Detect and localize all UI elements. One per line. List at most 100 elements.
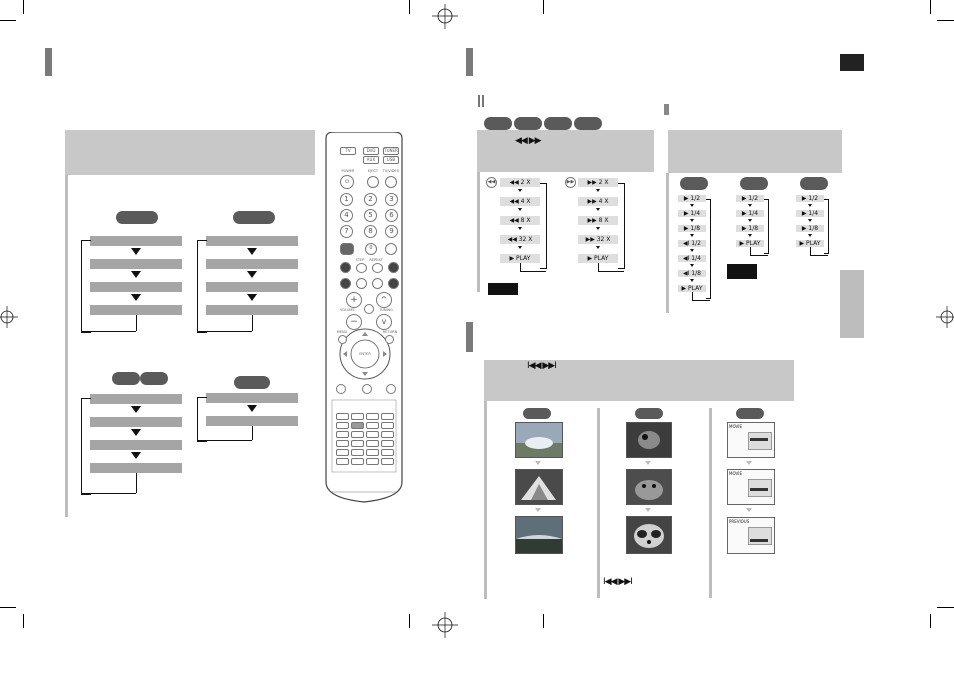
search-buttons-icon: ◀◀ ▶▶ (515, 136, 542, 146)
function-button[interactable] (381, 431, 394, 438)
num-3-button[interactable]: 3 (385, 193, 398, 206)
down-arrow (645, 508, 651, 512)
crop-mark (930, 614, 931, 628)
eject-icon[interactable] (367, 176, 379, 188)
mode-button[interactable] (386, 384, 396, 394)
function-button[interactable] (366, 458, 379, 465)
volume-down-icon[interactable]: − (346, 314, 362, 330)
function-button[interactable] (336, 422, 349, 429)
num-8-button[interactable]: 8 (364, 225, 377, 238)
crop-mark (409, 0, 410, 14)
repeat-button[interactable] (372, 263, 383, 273)
rewind-search-button[interactable] (340, 262, 351, 273)
down-arrow (808, 219, 812, 222)
tuning-down-icon[interactable]: v (376, 314, 392, 330)
down-arrow (746, 461, 752, 465)
remain-button[interactable] (340, 243, 354, 255)
loop-line (197, 331, 252, 332)
function-button[interactable] (336, 458, 349, 465)
usb-button[interactable]: USB (383, 156, 399, 164)
disc-menu-button[interactable] (362, 384, 372, 394)
cancel-button[interactable] (385, 243, 397, 255)
function-button[interactable] (381, 449, 394, 456)
flow-step (206, 236, 298, 246)
function-button[interactable] (351, 449, 364, 456)
speed-step: ▶▶ 4 X (578, 197, 618, 206)
down-arrow (131, 429, 141, 436)
rewind-icon: ◀◀ (486, 177, 497, 188)
num-9-button[interactable]: 9 (385, 225, 398, 238)
function-button[interactable] (351, 422, 364, 429)
flow-step (206, 282, 298, 292)
loop-line (810, 247, 811, 255)
slow-rule (666, 173, 669, 313)
volume-up-icon[interactable]: + (346, 292, 362, 308)
step-button[interactable] (356, 263, 367, 273)
down-arrow (690, 264, 694, 267)
return-label: RETURN (382, 330, 398, 334)
disc-badge (523, 408, 551, 419)
function-button[interactable] (381, 458, 394, 465)
down-arrow (518, 246, 522, 249)
skip-photo-6 (626, 516, 672, 554)
function-button[interactable] (351, 458, 364, 465)
left-rule (65, 175, 68, 517)
menu-button[interactable] (338, 335, 347, 344)
num-1-button[interactable]: 1 (340, 193, 353, 206)
power-icon[interactable]: ⏻ (340, 175, 354, 189)
section-tab (466, 48, 473, 76)
crop-mark (23, 0, 24, 14)
tuning-up-icon[interactable]: ^ (376, 292, 392, 308)
down-arrow (596, 246, 600, 249)
function-button[interactable] (336, 449, 349, 456)
tv-button[interactable]: TV (340, 147, 356, 155)
info-button[interactable] (336, 384, 346, 394)
num-2-button[interactable]: 2 (364, 193, 377, 206)
speed-step: ▶ 1/4 (678, 210, 706, 217)
function-button[interactable] (351, 440, 364, 447)
function-button[interactable] (336, 440, 349, 447)
skip-forward-button[interactable] (388, 278, 399, 289)
play-pause-button[interactable] (372, 278, 383, 289)
function-button[interactable] (366, 449, 379, 456)
function-button[interactable] (351, 431, 364, 438)
loop-line (136, 473, 137, 493)
skip-back-button[interactable] (340, 278, 351, 289)
movie-menu-screen: MOVIE (727, 422, 775, 458)
loop-line (81, 398, 91, 495)
function-button[interactable] (366, 440, 379, 447)
menu-label: MENU (336, 330, 348, 334)
speed-step: ▶ 1/4 (736, 210, 764, 217)
num-6-button[interactable]: 6 (385, 209, 398, 222)
down-arrow (746, 508, 752, 512)
loop-line (750, 247, 751, 255)
mute-button[interactable] (364, 304, 374, 314)
side-tab (840, 270, 864, 338)
forward-search-button[interactable] (388, 262, 399, 273)
function-button[interactable] (381, 440, 394, 447)
function-button[interactable] (366, 413, 379, 420)
aux-button[interactable]: AUX (363, 156, 379, 164)
function-button[interactable] (381, 422, 394, 429)
repeat-label: REPEAT (369, 258, 383, 262)
num-4-button[interactable]: 4 (340, 209, 353, 222)
disc-badge (140, 372, 168, 385)
num-5-button[interactable]: 5 (364, 209, 377, 222)
flow-step (90, 259, 182, 269)
tuner-button[interactable]: TUNER (383, 147, 399, 155)
num-7-button[interactable]: 7 (340, 225, 353, 238)
function-button[interactable] (351, 413, 364, 420)
return-button[interactable] (385, 335, 394, 344)
tv-video-button[interactable] (385, 176, 397, 188)
loop-line (197, 440, 252, 441)
num-0-button[interactable]: 0 (365, 243, 377, 255)
function-button[interactable] (366, 422, 379, 429)
function-button[interactable] (366, 431, 379, 438)
stop-button[interactable] (356, 278, 367, 289)
dvd-button[interactable]: DVD (363, 147, 379, 155)
speed-step: ◀◀ 4 X (500, 197, 540, 206)
function-button[interactable] (336, 431, 349, 438)
function-button[interactable] (381, 413, 394, 420)
function-button[interactable] (336, 413, 349, 420)
movie-menu-screen: MOVIE (727, 469, 775, 505)
